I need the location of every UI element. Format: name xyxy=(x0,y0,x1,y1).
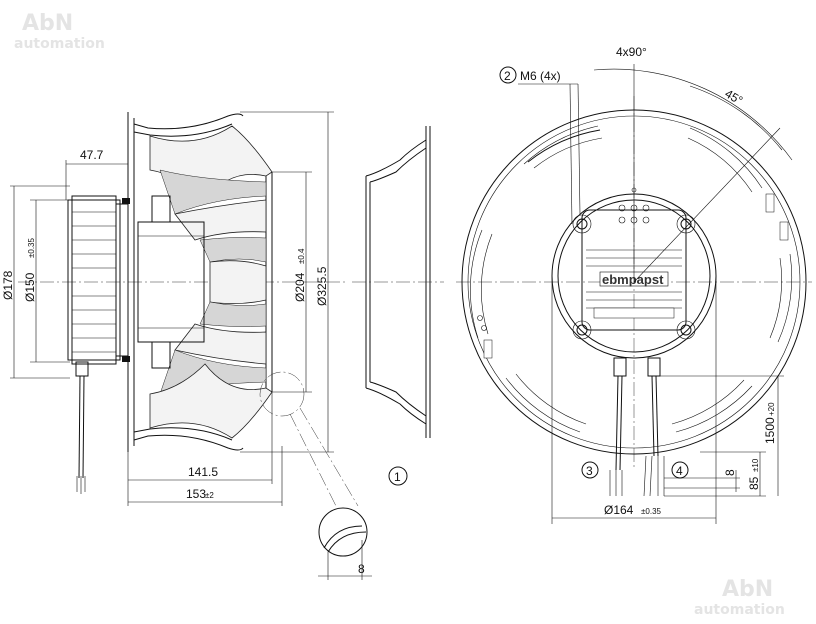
side-cable xyxy=(75,361,89,494)
nameplate xyxy=(593,307,675,319)
dim-dia-204-tol: ±0.4 xyxy=(297,248,306,264)
svg-text:AbN: AbN xyxy=(722,577,773,602)
side-view: 47.7 Ø178 Ø150 ±0.35 Ø204 ±0.4 Ø325.5 14… xyxy=(1,111,444,580)
callout-3: 3 xyxy=(586,464,593,478)
watermark-bottom-right: AbN automation xyxy=(694,577,785,618)
callout-4: 4 xyxy=(676,464,683,478)
dim-1500: 1500 xyxy=(763,417,777,444)
angle-arc-45 xyxy=(689,85,783,151)
callout-1-circle xyxy=(388,466,408,486)
front-view: ebmpapst xyxy=(456,45,812,524)
dim-dia-178: Ø178 xyxy=(1,270,15,300)
callout-2: 2 xyxy=(504,69,511,83)
ring-slots xyxy=(470,125,793,433)
dim-len-153: 153 xyxy=(186,487,206,501)
dim-dia-164: Ø164 xyxy=(604,503,634,517)
detail-marker-circle xyxy=(259,371,305,417)
dim-len-141: 141.5 xyxy=(188,465,218,479)
callout-3-circle xyxy=(581,461,599,479)
thread-label: M6 (4x) xyxy=(520,69,561,83)
detail-view-circle xyxy=(318,507,368,557)
dim-dia-204: Ø204 xyxy=(293,272,307,302)
dim-1500-tol: +20 xyxy=(767,402,776,416)
small-label-right-2 xyxy=(779,221,789,241)
callout-1: 1 xyxy=(394,470,401,484)
dim-len-153-tol: ±2 xyxy=(205,491,214,500)
impeller-blades xyxy=(149,125,273,439)
svg-text:AbN: AbN xyxy=(22,11,73,36)
dim-dia-150-tol: ±0.35 xyxy=(27,237,36,258)
dim-cable-8: 8 xyxy=(723,469,737,476)
callout-2-circle xyxy=(499,66,517,84)
svg-text:automation: automation xyxy=(14,36,105,52)
dim-detail-8: 8 xyxy=(358,562,365,576)
small-label-right-1 xyxy=(765,193,775,213)
motor-body xyxy=(67,195,205,369)
dim-dia-164-tol: ±0.35 xyxy=(641,507,662,516)
inlet-nozzle xyxy=(352,126,444,438)
brand-logo: ebmpapst xyxy=(602,272,664,287)
watermark-top-left: AbN automation xyxy=(14,11,105,52)
small-label-left xyxy=(483,339,493,359)
angle-arc-90 xyxy=(593,68,793,161)
dim-85: 85 xyxy=(747,476,761,490)
dim-dia-325: Ø325.5 xyxy=(315,266,329,306)
dim-hub-width: 47.7 xyxy=(80,148,104,162)
mount-holes xyxy=(572,214,696,340)
dim-dia-150: Ø150 xyxy=(23,272,37,302)
front-cables xyxy=(609,357,665,497)
dim-4x90: 4x90° xyxy=(616,45,647,59)
svg-text:automation: automation xyxy=(694,602,785,618)
dim-85-tol: ±10 xyxy=(751,458,760,472)
dim-45: 45° xyxy=(723,86,746,107)
